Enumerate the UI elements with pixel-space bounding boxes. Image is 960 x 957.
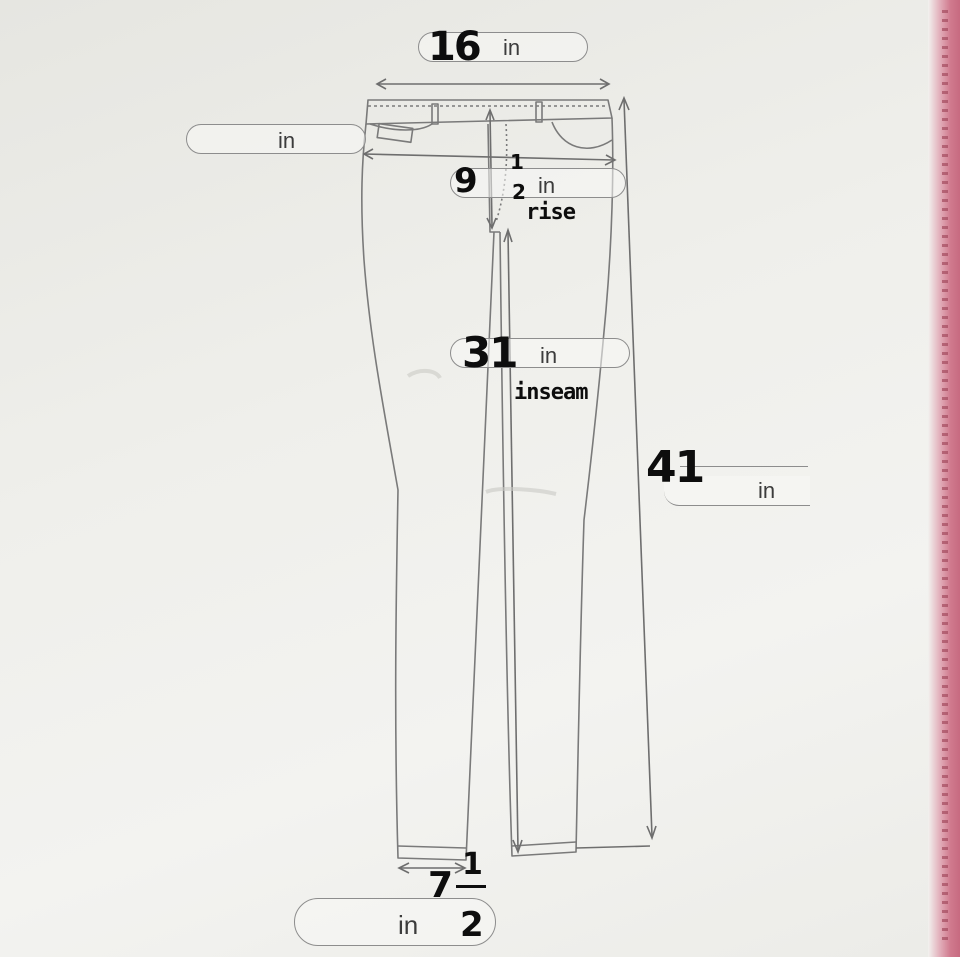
length-field[interactable] bbox=[664, 476, 810, 506]
binder-holes bbox=[942, 10, 948, 940]
leg-opening-unit: in bbox=[398, 910, 419, 940]
leg-opening-field[interactable] bbox=[294, 898, 496, 946]
pocket-right bbox=[551, 121, 613, 149]
inseam-value: 31 bbox=[462, 328, 518, 377]
leg-opening-frac-den: 2 bbox=[460, 905, 484, 945]
hip-field[interactable] bbox=[186, 124, 366, 154]
leg-opening-value-whole: 7 bbox=[428, 865, 453, 906]
rise-value-whole: 9 bbox=[454, 161, 478, 201]
hem-right bbox=[511, 841, 577, 847]
crotch-seam bbox=[487, 123, 500, 233]
length-unit: in bbox=[758, 478, 776, 503]
belt-loop-left bbox=[431, 103, 439, 125]
coin-pocket bbox=[376, 122, 414, 144]
waist-field[interactable] bbox=[418, 32, 588, 62]
rise-field[interactable] bbox=[450, 168, 626, 198]
pocket-left bbox=[369, 123, 433, 131]
leg-opening-frac-bar bbox=[456, 885, 486, 888]
waist-unit: in bbox=[503, 35, 521, 60]
rise-frac-den: 2 bbox=[512, 180, 526, 204]
hem-left bbox=[397, 845, 467, 849]
length-field-top-line bbox=[680, 466, 808, 467]
rise-label: rise bbox=[526, 200, 576, 225]
rise-frac-num: 1 bbox=[510, 150, 524, 174]
inseam-label: inseam bbox=[514, 380, 588, 405]
inseam-field[interactable] bbox=[450, 338, 630, 368]
binder-edge bbox=[928, 0, 960, 957]
hip-unit: in bbox=[278, 128, 296, 153]
length-value: 41 bbox=[646, 442, 705, 493]
rise-unit: in bbox=[538, 173, 556, 198]
waist-value: 16 bbox=[428, 24, 482, 70]
inseam-unit: in bbox=[540, 343, 558, 368]
left-leg-outline bbox=[361, 123, 495, 861]
right-leg-outline bbox=[499, 117, 614, 857]
belt-loop-right bbox=[535, 101, 543, 123]
leg-opening-frac-num: 1 bbox=[462, 847, 483, 882]
